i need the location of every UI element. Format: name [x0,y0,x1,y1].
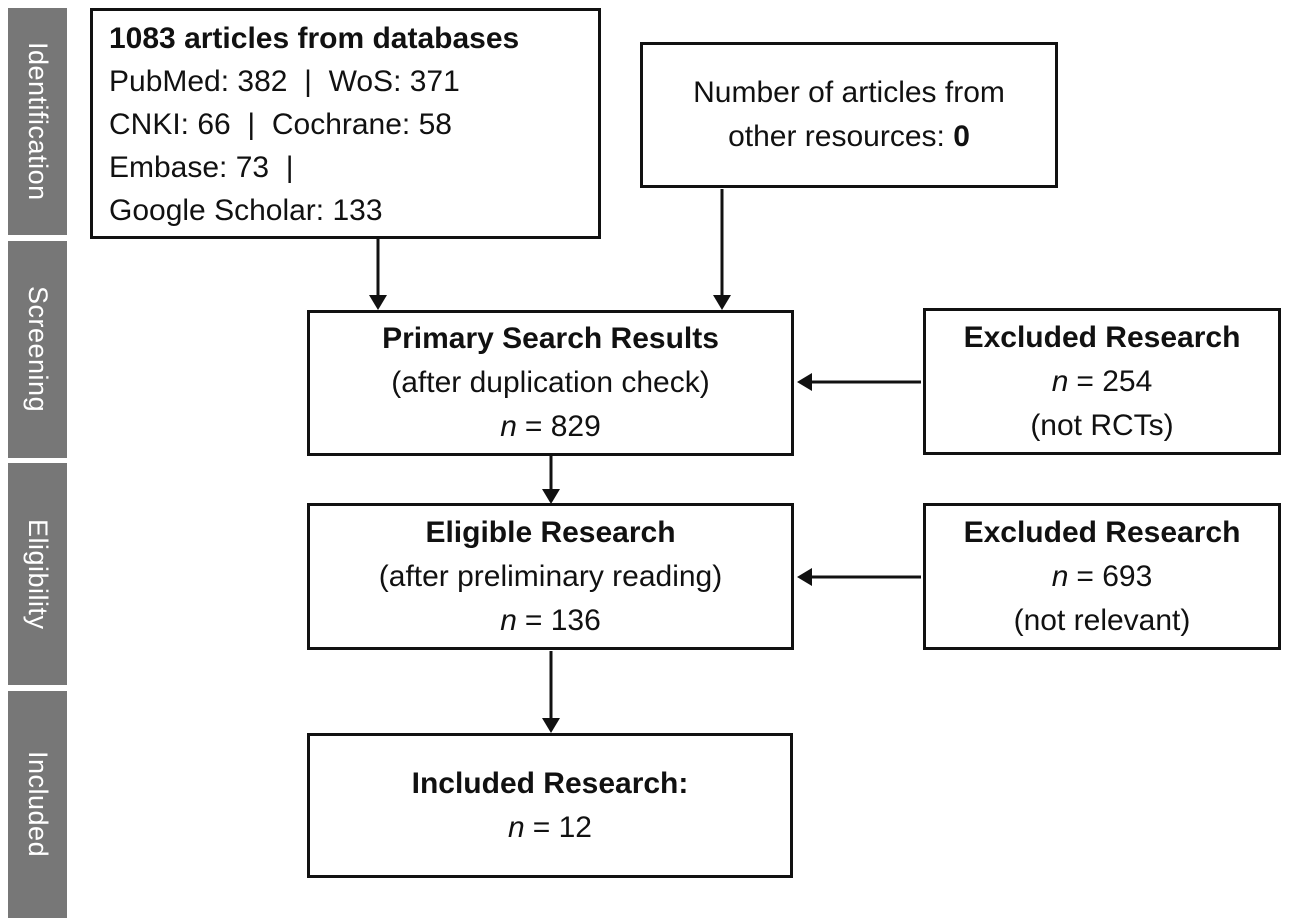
box-excluded-1-reason: (not RCTs) [1030,408,1174,442]
stage-label: Included [23,751,53,858]
arrow-excluded-to-primary [797,373,921,391]
n-label: n [1051,559,1069,593]
other-sources-count: 0 [953,120,970,153]
box-eligible-title: Eligible Research [425,515,676,549]
database-count-line: CNKI: 66 | Cochrane: 58 [109,108,452,141]
box-excluded-2-count: n= 693 [1052,555,1153,599]
box-included-count: n= 12 [508,806,592,850]
arrow-eligible-to-included [542,651,560,733]
n-value: = 254 [1076,364,1153,398]
n-value: = 136 [524,603,601,637]
n-label: n [500,410,517,443]
box-excluded-2-reason: (not relevant) [1013,603,1191,637]
n-label: n [508,810,525,844]
n-value: = 12 [532,810,592,844]
box-excluded-screening: Excluded Research n= 254 (not RCTs) [923,308,1281,455]
stage-label: Eligibility [23,518,53,630]
box-excluded-eligibility: Excluded Research n= 693 (not relevant) [923,503,1281,650]
database-count-line: Embase: 73 | [109,151,294,184]
n-value: = 693 [1076,559,1153,593]
other-sources-prefix: other resources: [728,120,945,153]
n-value: = 829 [524,410,601,443]
stage-bar-included: Included [8,691,67,918]
stage-label: Identification [23,42,53,201]
arrow-primary-to-eligible [542,456,560,504]
box-primary-title: Primary Search Results [382,322,719,355]
box-eligible-research: Eligible Research (after preliminary rea… [307,503,794,650]
box-primary-search-results: Primary Search Results (after duplicatio… [307,310,794,456]
n-label: n [1051,364,1069,398]
stage-label: Screening [23,286,53,413]
box-other-sources: Number of articles from other resources:… [640,42,1058,188]
arrow-databases-to-primary [369,239,387,310]
stage-bar-screening: Screening [8,241,67,458]
box-databases-title: 1083 articles from databases [109,22,520,55]
n-label: n [500,603,517,637]
box-primary-subtitle: (after duplication check) [391,366,710,399]
box-eligible-subtitle: (after preliminary reading) [378,559,723,593]
box-databases: 1083 articles from databases PubMed: 382… [90,8,601,239]
box-excluded-1-title: Excluded Research [963,320,1241,354]
box-other-sources-line1: Number of articles from [693,76,1005,109]
database-count-line: Google Scholar: 133 [109,194,383,227]
arrow-excluded-to-eligible [797,568,921,586]
box-eligible-count: n= 136 [500,599,601,643]
box-primary-count: n= 829 [500,405,601,449]
arrow-other-sources-to-primary [713,189,731,310]
database-count-line: PubMed: 382 | WoS: 371 [109,65,460,98]
box-excluded-1-count: n= 254 [1052,360,1153,404]
box-included-title: Included Research: [411,766,689,800]
box-other-sources-line2: other resources: 0 [728,115,970,159]
box-included-research: Included Research: n= 12 [307,733,793,878]
stage-bar-eligibility: Eligibility [8,463,67,685]
box-excluded-2-title: Excluded Research [963,515,1241,549]
stage-bar-identification: Identification [8,8,67,235]
